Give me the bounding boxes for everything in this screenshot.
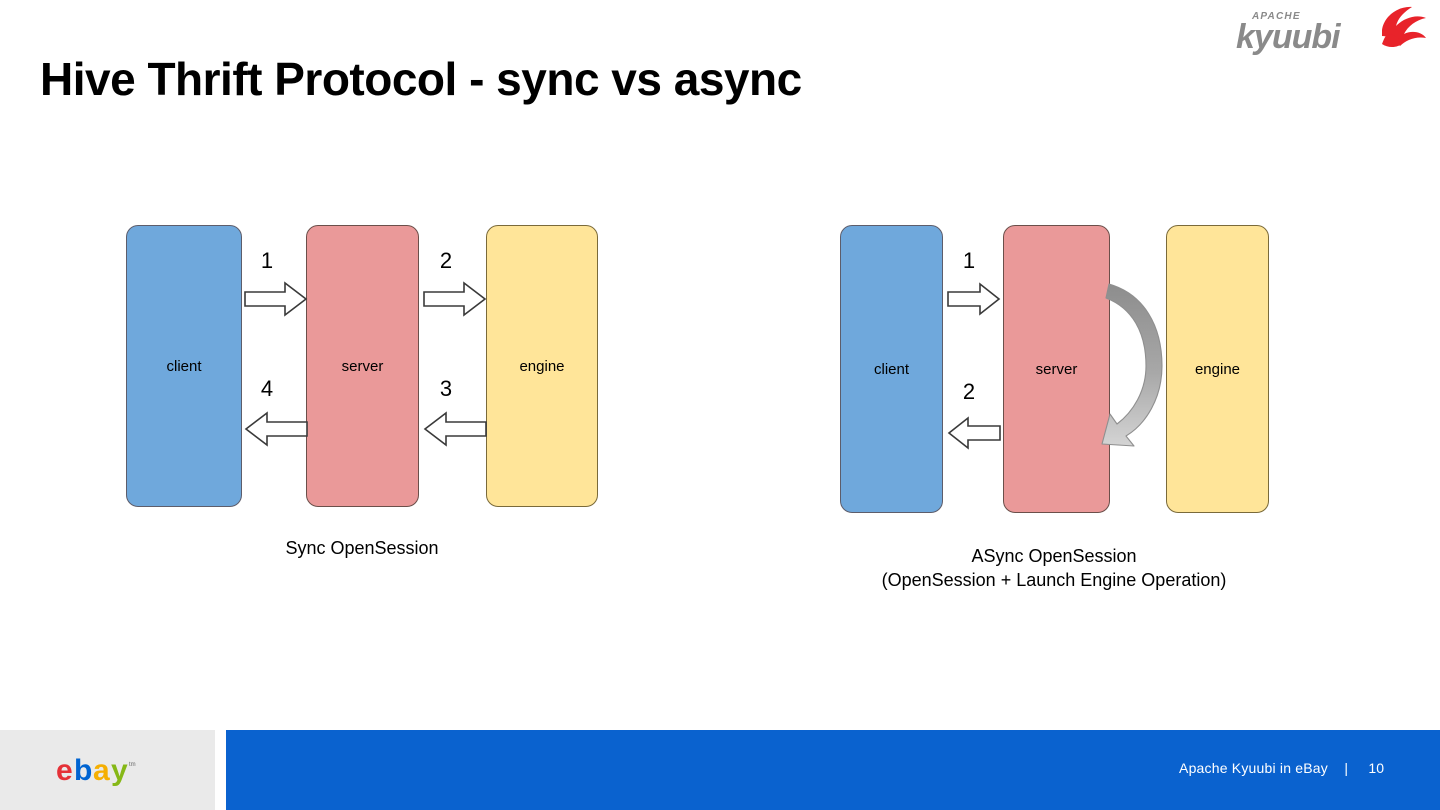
async-node-client-label: client xyxy=(873,360,910,378)
async-launch-engine-curved-arrow xyxy=(1101,283,1163,447)
ebay-logo: e b a y tm xyxy=(56,752,166,788)
sync-step-label-4: 4 xyxy=(260,376,274,401)
sync-arrow-2 xyxy=(423,281,487,317)
async-arrow-2 xyxy=(947,416,1001,450)
async-node-engine[interactable]: engine xyxy=(1166,225,1269,513)
async-caption-line2: (OpenSession + Launch Engine Operation) xyxy=(881,570,1227,590)
sync-node-server-label: server xyxy=(341,357,384,375)
sync-step-label-2: 2 xyxy=(439,248,453,273)
sync-caption: Sync OpenSession xyxy=(285,538,439,558)
footer-deck-title: Apache Kyuubi in eBay xyxy=(1179,760,1328,776)
sync-step-label-3: 3 xyxy=(439,376,453,401)
apache-kyuubi-logo: APACHE kyuubi xyxy=(1232,4,1432,56)
footer-left-panel xyxy=(0,730,215,810)
apache-kyuubi-logo-svg: APACHE kyuubi xyxy=(1236,6,1426,56)
ebay-logo-svg: e b a y tm xyxy=(56,754,136,787)
sync-arrow-1 xyxy=(244,281,308,317)
async-arrow-1 xyxy=(947,282,1001,316)
async-node-client[interactable]: client xyxy=(840,225,943,513)
footer-bar xyxy=(226,730,1440,810)
async-node-server[interactable]: server xyxy=(1003,225,1110,513)
diagram-async: client server engine 1 2 ASync OpenSessi… xyxy=(720,0,1440,600)
async-caption-line1: ASync OpenSession xyxy=(971,546,1137,566)
sync-node-client-label: client xyxy=(166,357,202,375)
ebay-trademark: tm xyxy=(129,762,136,768)
footer-page-number: 10 xyxy=(1368,760,1384,776)
async-step-label-1: 1 xyxy=(962,248,976,273)
async-node-server-label: server xyxy=(1035,360,1078,378)
sync-arrow-4 xyxy=(244,411,308,447)
diagram-sync: client server engine 1 2 3 4 Sync OpenSe… xyxy=(0,0,720,600)
ebay-letter-y: y xyxy=(111,754,128,787)
footer-separator: | xyxy=(1344,760,1348,776)
logo-kyuubi-text: kyuubi xyxy=(1236,18,1342,56)
sync-node-server[interactable]: server xyxy=(306,225,419,507)
sync-node-engine[interactable]: engine xyxy=(486,225,598,507)
ebay-letter-e: e xyxy=(56,754,73,787)
async-step-label-2: 2 xyxy=(962,379,976,404)
async-node-engine-label: engine xyxy=(1194,360,1241,378)
ebay-letter-a: a xyxy=(93,754,110,787)
sync-arrow-3 xyxy=(423,411,487,447)
sync-node-engine-label: engine xyxy=(519,357,565,375)
sync-node-client[interactable]: client xyxy=(126,225,242,507)
page-title: Hive Thrift Protocol - sync vs async xyxy=(40,53,802,105)
logo-apache-text: APACHE xyxy=(1251,11,1301,22)
logo-fox-mark xyxy=(1382,6,1426,47)
sync-step-label-1: 1 xyxy=(260,248,274,273)
ebay-letter-b: b xyxy=(74,754,92,787)
